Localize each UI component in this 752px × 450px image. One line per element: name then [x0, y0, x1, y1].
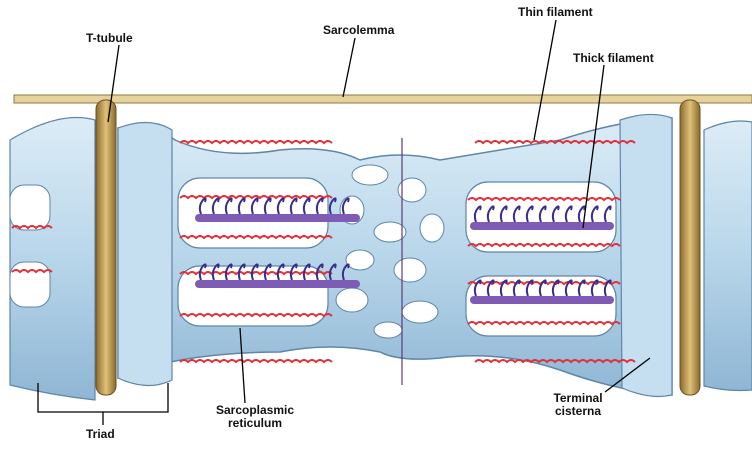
myosin-head: [577, 279, 586, 297]
myosin-head: [263, 263, 272, 281]
thin-filament: [467, 243, 621, 248]
thin-filament: [179, 359, 333, 364]
myofilaments: [11, 140, 636, 364]
myosin-head: [198, 263, 207, 281]
label-thick-filament: Thick filament: [573, 51, 654, 65]
myosin-head: [473, 279, 482, 297]
thin-filament-leader: [533, 19, 557, 141]
myosin-head: [211, 263, 220, 281]
myosin-head: [564, 279, 573, 297]
myosin-head: [538, 279, 547, 297]
label-sarcolemma: Sarcolemma: [323, 23, 395, 37]
myosin-head: [315, 197, 324, 215]
myosin-head: [525, 279, 534, 297]
thin-filament: [179, 271, 333, 276]
thick-filament: [195, 214, 360, 222]
myosin-head: [499, 205, 508, 223]
myosin-head: [603, 279, 612, 297]
terminal-cisterna-leader: [604, 357, 651, 393]
myosin-head: [512, 279, 521, 297]
myosin-head: [302, 197, 311, 215]
myosin-head: [551, 279, 560, 297]
thin-filament: [179, 235, 333, 240]
thin-filament: [11, 225, 53, 230]
myosin-head: [603, 205, 612, 223]
myosin-head: [577, 205, 586, 223]
myosin-head: [341, 263, 350, 281]
myosin-head: [263, 197, 272, 215]
thin-filament: [467, 197, 621, 202]
label-tc-line1: Terminal: [553, 391, 603, 405]
myosin-head: [211, 197, 220, 215]
myosin-head: [237, 263, 246, 281]
myosin-head: [590, 279, 599, 297]
myosin-head: [276, 197, 285, 215]
t-tubule-left: [95, 99, 117, 396]
myosin-head: [473, 205, 482, 223]
label-sr-line1: Sarcoplasmic: [215, 403, 295, 417]
label-terminal-cisterna: Terminal cisterna: [546, 392, 610, 418]
thick-filament-leader: [582, 64, 605, 229]
myosin-head: [590, 205, 599, 223]
myosin-head: [328, 197, 337, 215]
myosin-head: [328, 263, 337, 281]
myosin-head: [486, 205, 495, 223]
sarcolemma-leader: [342, 37, 356, 98]
thin-filament: [179, 140, 333, 145]
myosin-head: [315, 263, 324, 281]
t-tubule-right: [679, 99, 701, 396]
thick-filament: [470, 296, 614, 304]
myosin-head: [237, 197, 246, 215]
label-tc-line2: cisterna: [554, 404, 602, 418]
myosin-head: [250, 197, 259, 215]
left-sarcoplasmic-reticulum: [9, 117, 96, 401]
myosin-head: [512, 205, 521, 223]
sr-leader: [239, 327, 246, 404]
myosin-head: [341, 197, 350, 215]
myosin-head: [289, 197, 298, 215]
label-thin-filament: Thin filament: [518, 5, 593, 19]
right-sarcoplasmic-reticulum: [703, 120, 752, 392]
myosin-head: [198, 197, 207, 215]
myosin-head: [289, 263, 298, 281]
thin-filament: [474, 359, 636, 364]
leader-lines: [37, 19, 651, 425]
thick-filament: [470, 222, 614, 230]
myosin-head: [499, 279, 508, 297]
myosin-head: [276, 263, 285, 281]
label-triad: Triad: [86, 427, 115, 441]
myosin-head: [538, 205, 547, 223]
main-sarcoplasmic-reticulum: [117, 113, 673, 398]
sarcolemma-membrane: [13, 94, 752, 104]
thick-filament: [195, 280, 360, 288]
thin-filament: [474, 140, 636, 145]
t-tubule-leader: [107, 44, 120, 123]
myosin-head: [551, 205, 560, 223]
label-t-tubule: T-tubule: [86, 31, 133, 45]
myosin-head: [224, 197, 233, 215]
thin-filament: [179, 313, 333, 318]
thin-filament: [11, 269, 53, 274]
myosin-head: [486, 279, 495, 297]
myosin-head: [224, 263, 233, 281]
thin-filament: [179, 195, 333, 200]
myosin-head: [250, 263, 259, 281]
myosin-head: [564, 205, 573, 223]
thin-filament: [467, 321, 621, 326]
label-sarcoplasmic-reticulum: Sarcoplasmic reticulum: [200, 404, 310, 430]
myosin-head: [302, 263, 311, 281]
myosin-head: [525, 205, 534, 223]
label-sr-line2: reticulum: [227, 416, 282, 430]
